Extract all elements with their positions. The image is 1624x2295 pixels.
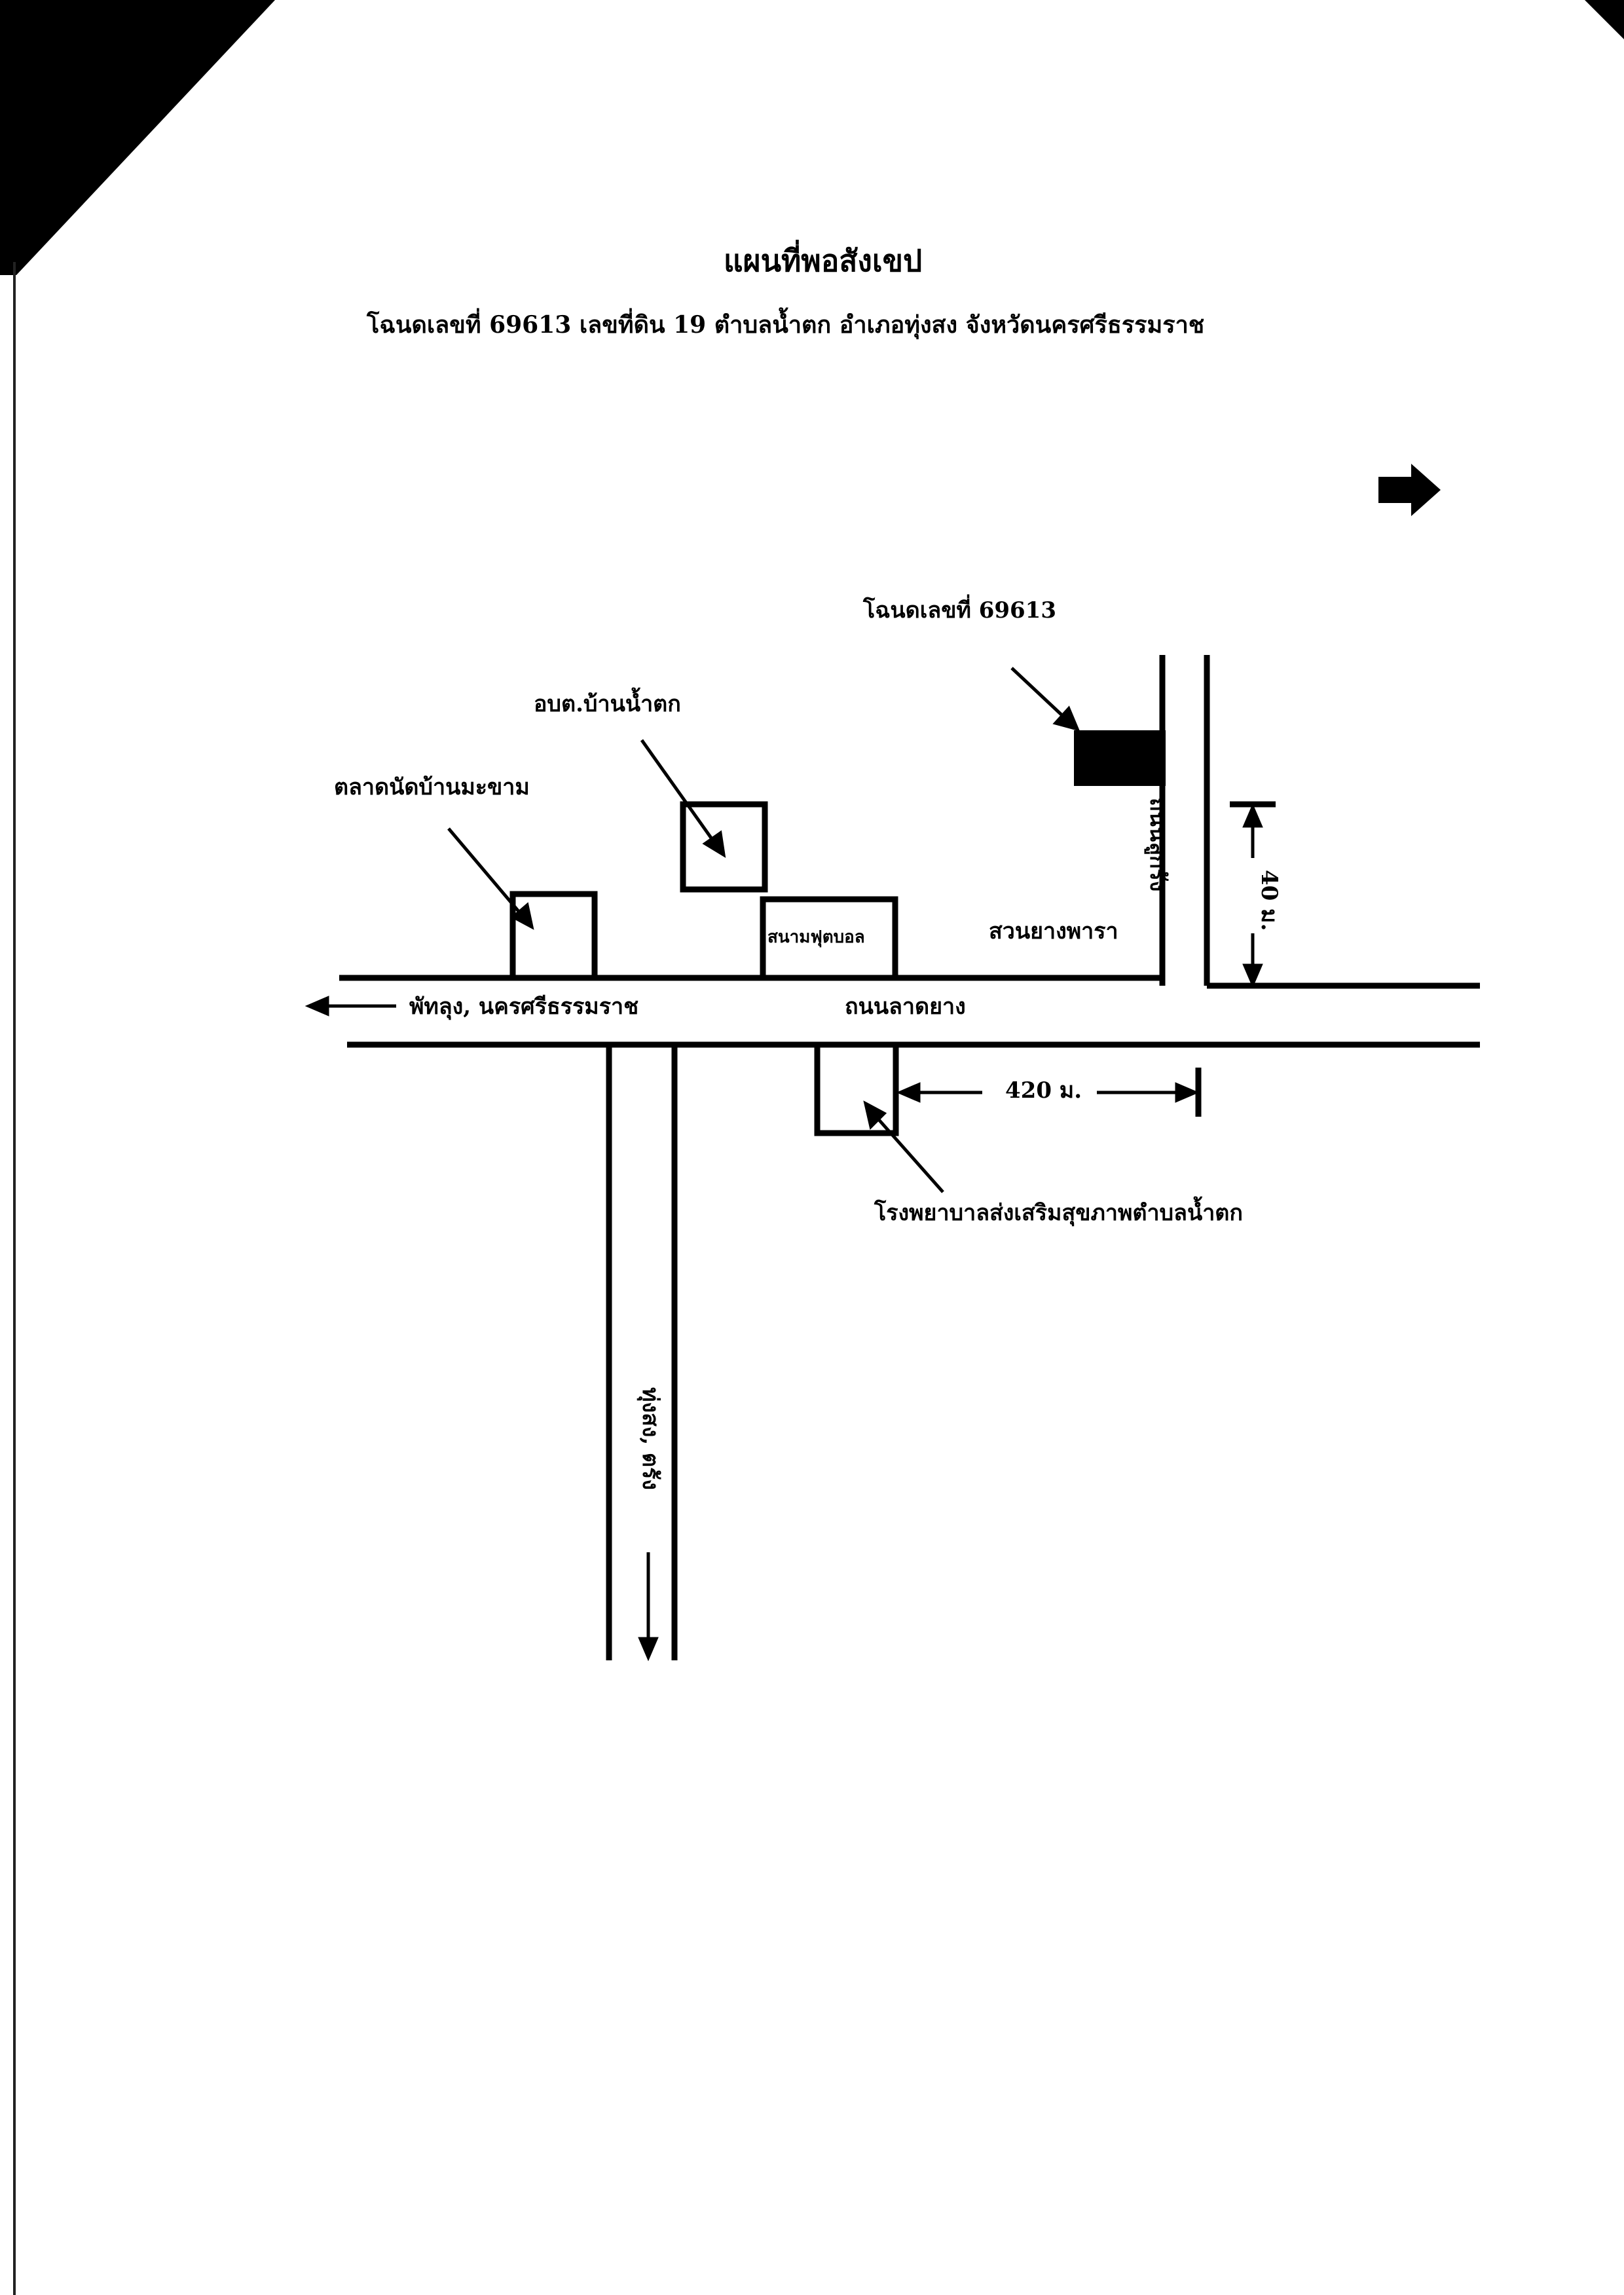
leader-hospital-head [863,1100,887,1130]
scan-corner-top-left [0,0,275,275]
leader-hospital [875,1115,944,1193]
dimension-420m-right-head [1175,1082,1200,1103]
arrow-south-head [638,1637,659,1662]
arrow-west-head [304,996,329,1017]
rubber-plantation-label: สวนยางพารา [989,918,1118,944]
market-label: ตลาดนัดบ้านมะขาม [334,774,530,800]
leader-deed-head [1052,705,1080,732]
dimension-420m-left-head [896,1082,921,1103]
health-hospital-label: โรงพยาบาลส่งเสริมสุขภาพตำบลน้ำตก [874,1200,1243,1226]
leader-market [447,827,522,915]
scan-corner-top-right [1585,0,1624,39]
football-field-building [760,896,898,981]
leader-sao [640,739,716,843]
dimension-40m-lower-head [1242,963,1263,988]
leader-market-head [510,902,534,930]
dimension-40m-upper-head [1242,803,1263,828]
football-field-label: สนามฟุตบอล [767,927,865,947]
sao-office-label: อบต.บ้านน้ำตก [534,691,681,717]
hospital-building [814,1041,899,1136]
arrow-right-icon [1378,464,1441,516]
deed-parcel-block [1074,730,1166,786]
main-road-name-label: ถนนลาดยาง [845,994,966,1020]
leader-sao-head [702,830,726,858]
deed-parcel-label: โฉนดเลขที่ 69613 [863,597,1056,624]
south-road-destination-label: ทุ่งสง, ตรัง [637,1387,663,1490]
main-road-destination-label: พัทลุง, นครศรีธรรมราช [409,994,639,1020]
side-road-name-label: ถนนลูกรัง [1145,798,1171,892]
sao-building [680,801,768,893]
distance-420m-label: 420 ม. [1005,1077,1082,1104]
leader-deed [1010,667,1065,718]
market-building [509,891,598,981]
distance-40m-label: 40 ม. [1256,870,1282,931]
map-title: แผนที่พอสังเขป [724,243,923,278]
map-subtitle: โฉนดเลขที่ 69613 เลขที่ดิน 19 ตำบลน้ำตก … [367,311,1205,339]
